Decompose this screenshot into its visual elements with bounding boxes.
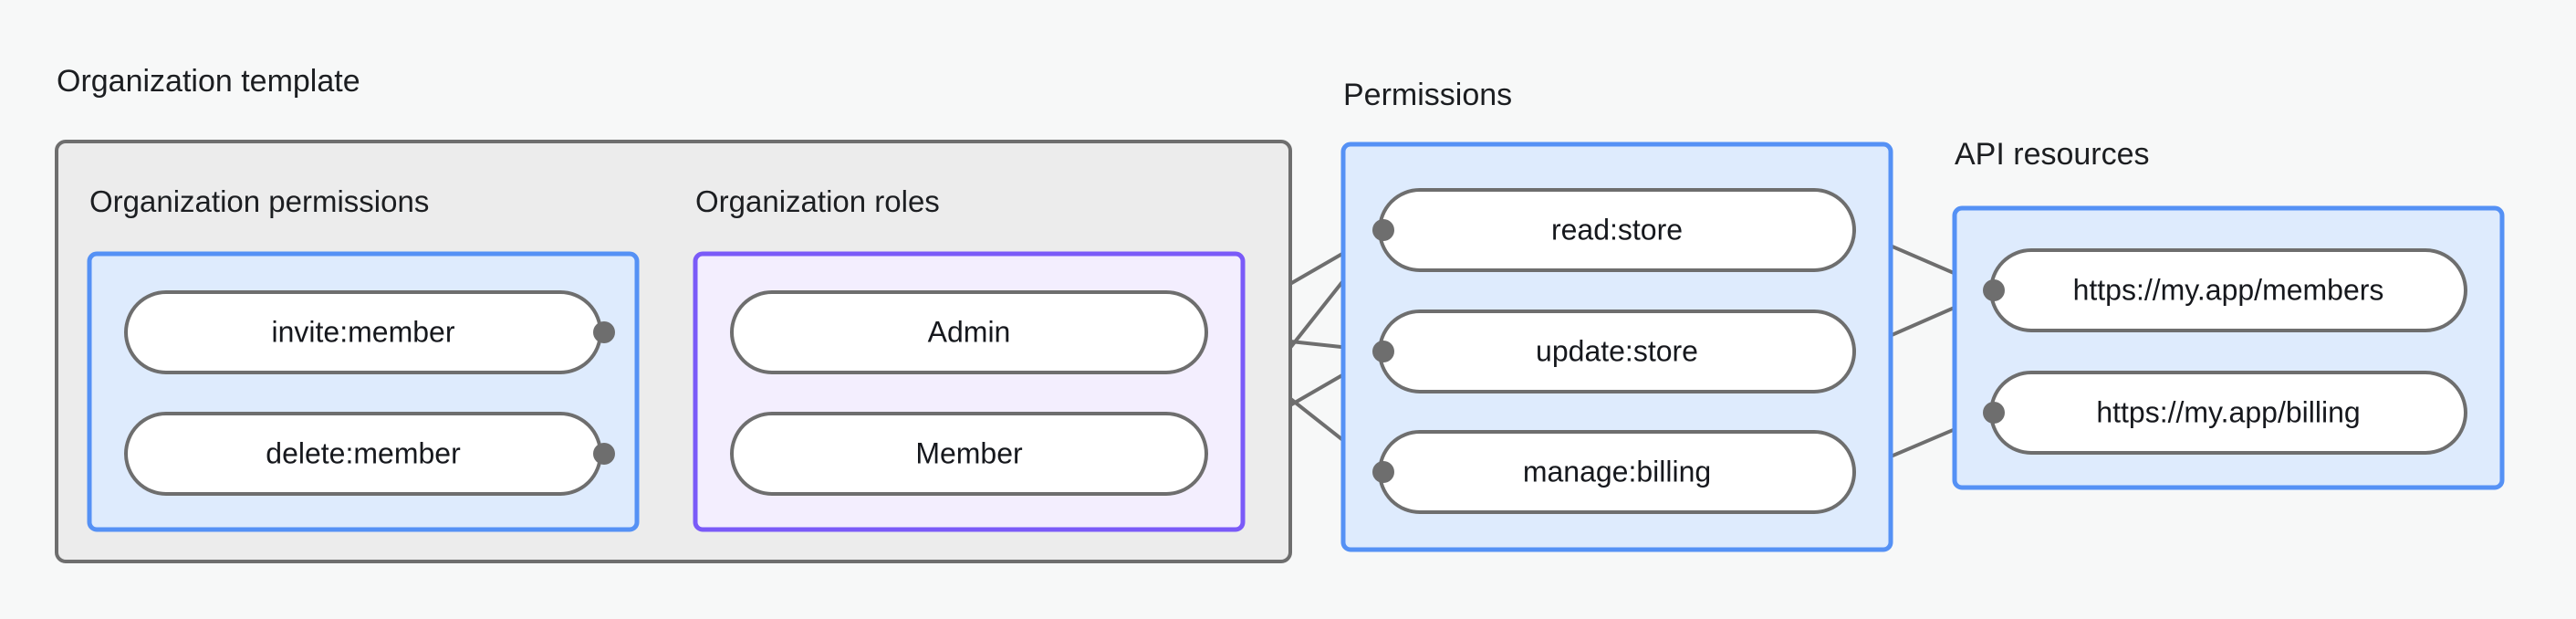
group-permissions: Permissions read:store update:store mana… (1340, 78, 1893, 552)
node-read-store[interactable]: read:store (1378, 188, 1856, 272)
node-manage-billing-label: manage:billing (1523, 455, 1711, 488)
organization-template-title: Organization template (57, 64, 360, 99)
node-members-resource[interactable]: https://my.app/members (1989, 248, 2467, 332)
connector-dot-update-store (1372, 341, 1394, 362)
node-delete-member[interactable]: delete:member (124, 412, 602, 496)
node-member-shape[interactable] (730, 412, 1208, 496)
group-api-resources: API resources https://my.app/members htt… (1952, 137, 2505, 490)
node-update-store[interactable]: update:store (1378, 310, 1856, 393)
node-invite-member[interactable]: invite:member (124, 290, 602, 374)
node-admin[interactable]: Admin (730, 290, 1208, 374)
node-billing-resource[interactable]: https://my.app/billing (1989, 371, 2467, 455)
node-admin-shape[interactable] (730, 290, 1208, 374)
organization-roles-title: Organization roles (695, 184, 940, 218)
node-read-store-label: read:store (1551, 213, 1683, 246)
node-billing-resource-label: https://my.app/billing (2096, 395, 2360, 428)
connector-dot-manage-billing (1372, 461, 1394, 483)
connector-dot-read-store (1372, 219, 1394, 241)
connector-dot-members-resource (1983, 279, 2005, 301)
connector-dot-invite-member (593, 321, 615, 343)
node-member-label: Member (915, 436, 1023, 469)
node-manage-billing[interactable]: manage:billing (1378, 430, 1856, 514)
connector-dot-layer (593, 219, 2005, 483)
node-invite-member-label: invite:member (272, 315, 455, 348)
node-members-resource-label: https://my.app/members (2073, 273, 2384, 306)
node-admin-label: Admin (928, 315, 1011, 348)
api-resources-title: API resources (1955, 137, 2150, 172)
connector-dot-billing-resource (1983, 402, 2005, 424)
organization-permissions-title: Organization permissions (89, 184, 429, 218)
node-member[interactable]: Member (730, 412, 1208, 496)
node-update-store-label: update:store (1536, 334, 1698, 367)
permissions-title: Permissions (1343, 78, 1512, 112)
group-organization-template: Organization template Organization permi… (55, 64, 1292, 563)
node-delete-member-label: delete:member (266, 436, 461, 469)
connector-dot-delete-member (593, 443, 615, 465)
